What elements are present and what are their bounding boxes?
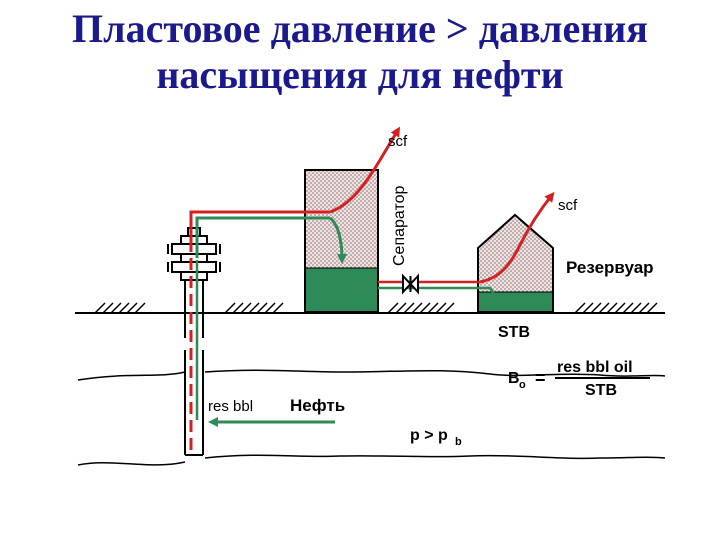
stock-tank [477, 213, 554, 313]
separator-liquid-arrow [328, 216, 347, 264]
bo-numerator: res bbl oil [557, 359, 633, 376]
pressure-subscript: b [455, 436, 462, 448]
wellbore [184, 280, 204, 456]
bo-symbol: B [508, 370, 520, 387]
flowline-oil [195, 216, 330, 258]
flowline-gas [189, 210, 330, 242]
title-line-1: Пластовое давление > давления [72, 6, 648, 51]
formation-volume-factor: B o = res bbl oil STB [508, 359, 650, 399]
bo-subscript: o [519, 379, 526, 391]
separator-scf-label: scf [388, 133, 408, 150]
tank-gas-arrow [479, 191, 555, 284]
wellhead [167, 227, 221, 281]
separator-label: Сепаратор [391, 185, 408, 266]
bo-equals: = [535, 368, 546, 388]
pressure-text: p > p [410, 427, 448, 444]
res-bbl-label: res bbl [208, 398, 253, 415]
separator-gas-arrow [329, 126, 401, 214]
oil-label: Нефть [290, 396, 345, 415]
tank-scf-label: scf [558, 197, 578, 214]
tank-label: Резервуар [566, 258, 654, 277]
title-line-2: насыщения для нефти [156, 52, 564, 97]
valve-icon [402, 273, 419, 295]
slide-title: Пластовое давление > давления насыщения … [0, 6, 720, 98]
reservoir-bottom-boundary [77, 454, 666, 466]
separator-vessel [304, 169, 379, 313]
stb-label: STB [498, 324, 530, 341]
pressure-condition: p > p b [410, 427, 462, 448]
bo-denominator: STB [585, 382, 617, 399]
reservoir-top-boundary [77, 369, 666, 381]
